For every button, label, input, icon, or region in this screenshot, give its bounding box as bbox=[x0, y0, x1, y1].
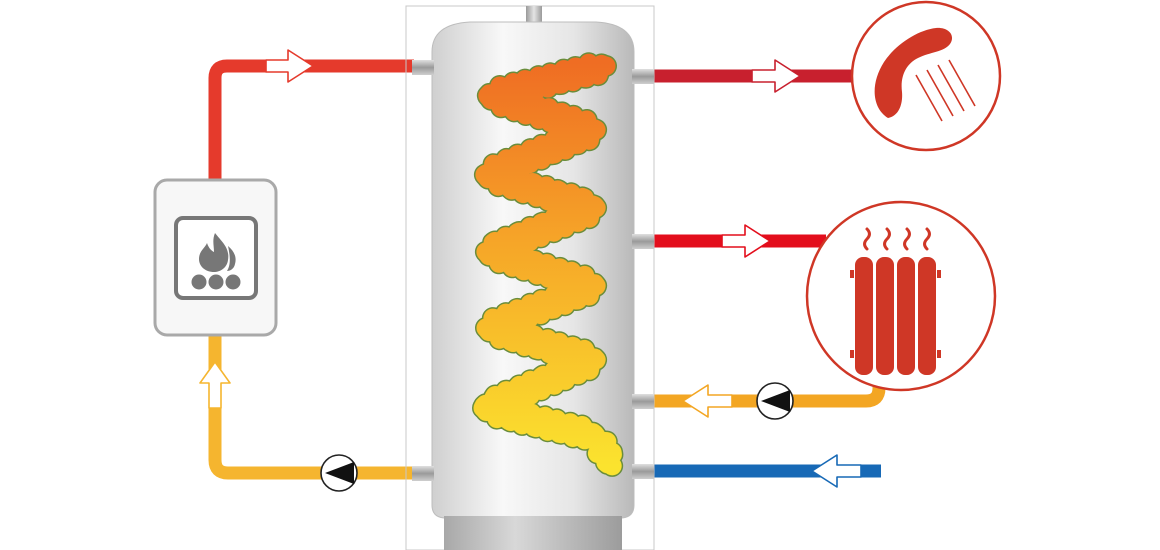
radiator-icon bbox=[850, 227, 941, 375]
shower-consumer bbox=[850, 0, 1002, 152]
boiler-supply-pipe bbox=[208, 59, 414, 182]
port-cold-inlet bbox=[632, 464, 654, 479]
coil-body bbox=[473, 53, 622, 476]
radiator-consumer bbox=[805, 200, 997, 392]
flow-arrow-cold-inlet bbox=[811, 454, 862, 488]
shower-circle bbox=[850, 0, 1002, 152]
tank-top-valve bbox=[526, 6, 542, 26]
heat-waves-icon bbox=[863, 227, 931, 251]
port-boiler-return bbox=[412, 466, 434, 481]
boiler-return-pipe bbox=[208, 336, 414, 480]
flame-icon bbox=[191, 233, 241, 290]
tank-ports bbox=[412, 60, 654, 481]
port-heating-return bbox=[632, 394, 654, 409]
flow-arrow-boiler-return bbox=[199, 361, 231, 409]
flow-arrow-heating-return bbox=[682, 384, 733, 418]
pump-heating-circuit bbox=[756, 382, 794, 420]
pump-boiler-circuit bbox=[320, 454, 358, 492]
flow-arrow-heating-flow bbox=[721, 224, 771, 258]
pump-icon bbox=[325, 462, 354, 484]
boiler bbox=[153, 178, 278, 337]
shower-icon bbox=[874, 27, 976, 122]
heat-exchanger-coil bbox=[472, 52, 624, 477]
flow-arrows bbox=[199, 49, 862, 488]
port-boiler-supply bbox=[412, 60, 434, 75]
port-hot-water bbox=[632, 69, 654, 84]
port-heating-flow bbox=[632, 234, 654, 249]
pump-icon bbox=[761, 390, 790, 412]
flow-arrow-hot-water bbox=[751, 59, 801, 93]
tank-base bbox=[444, 516, 622, 550]
flow-arrow-boiler-supply bbox=[265, 49, 314, 83]
